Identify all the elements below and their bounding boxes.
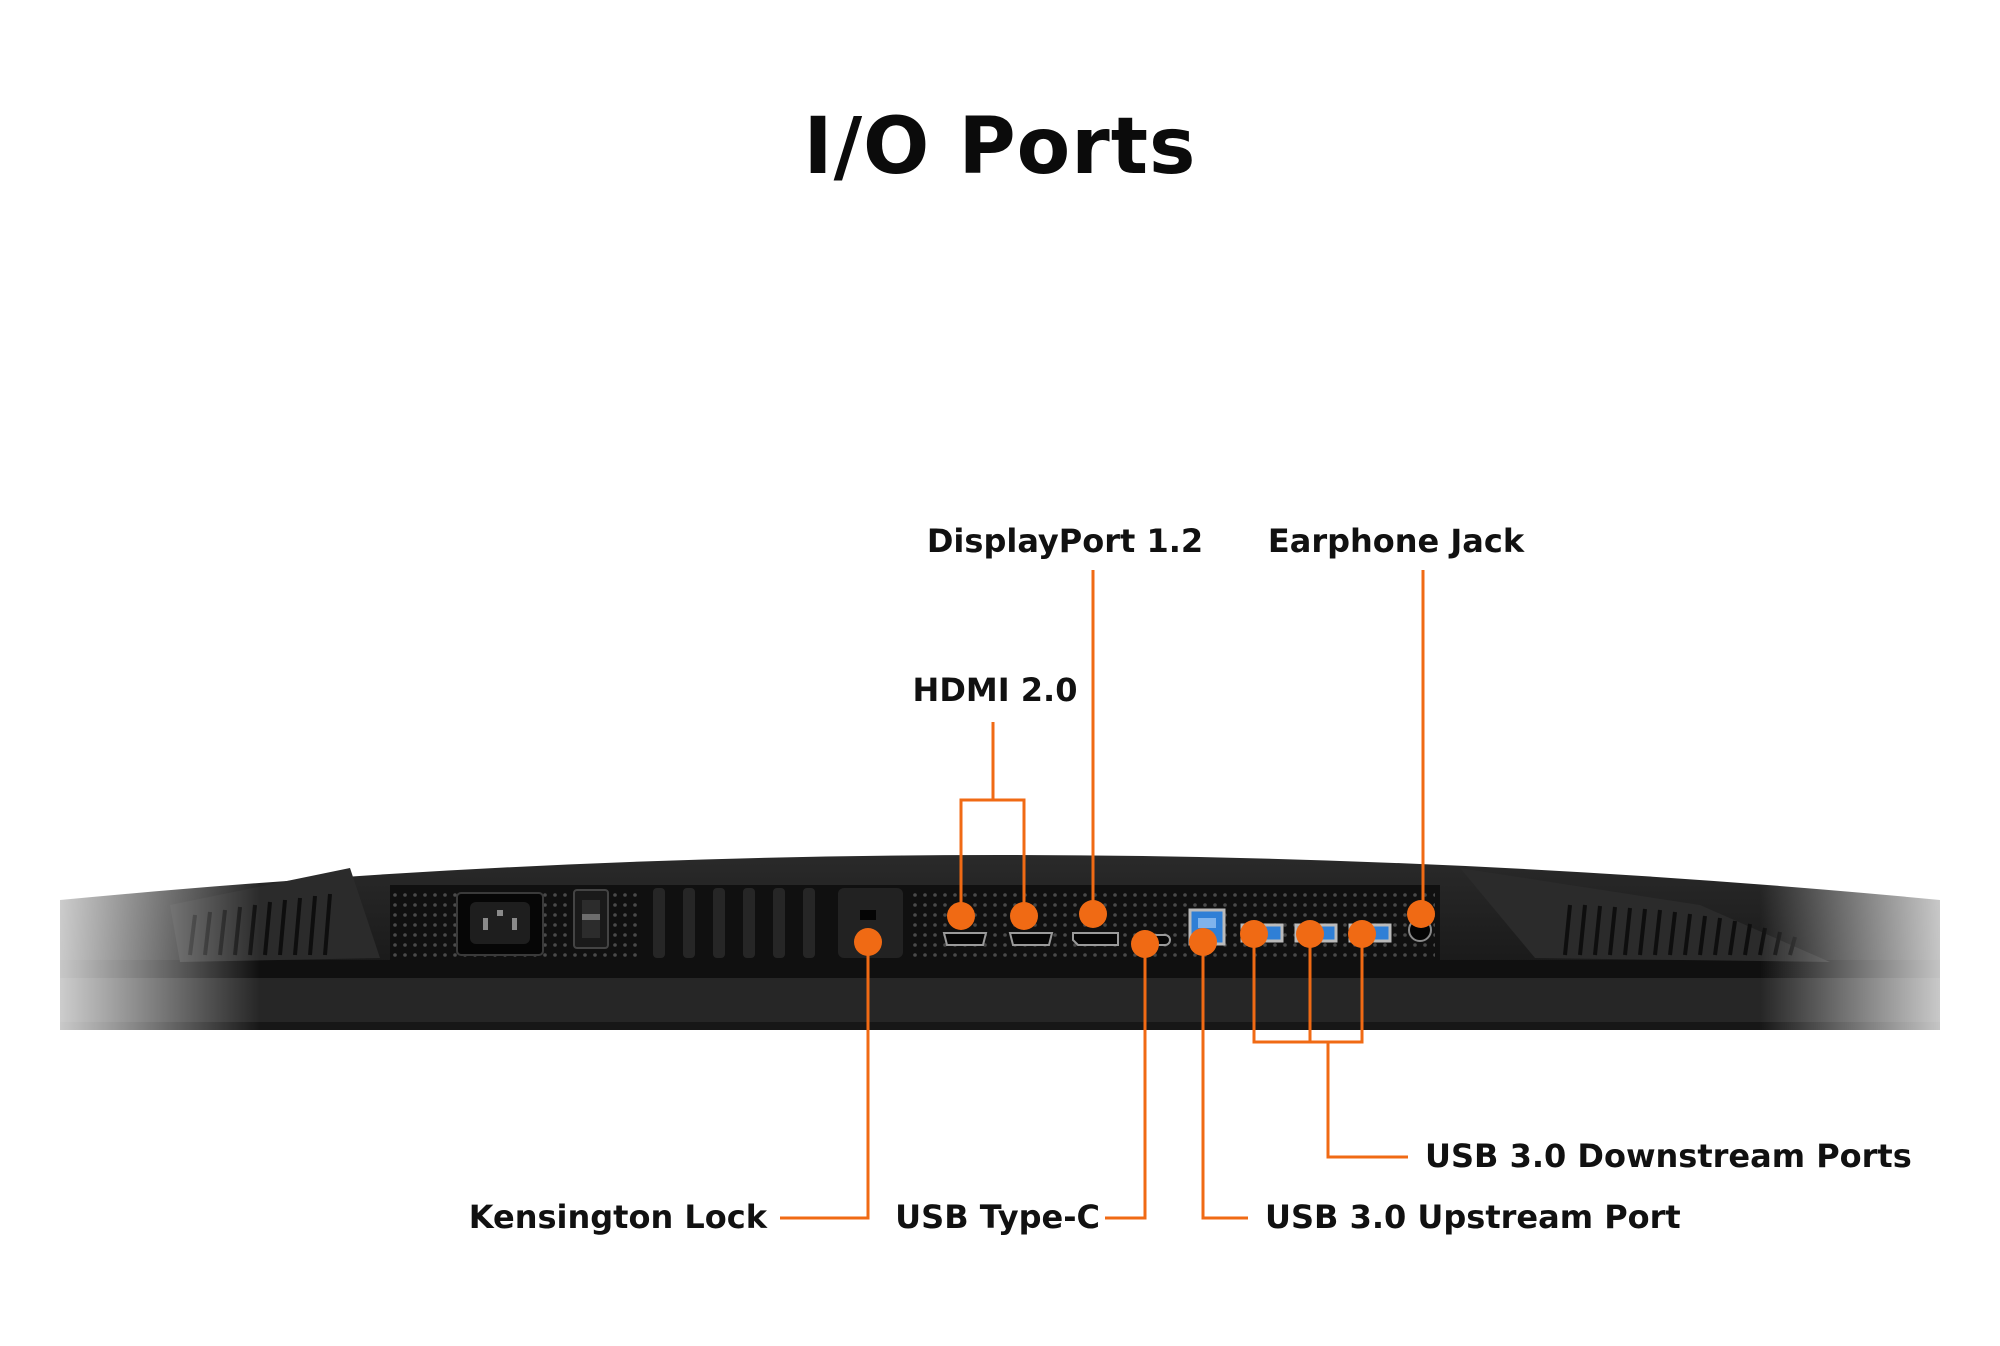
label-usb-upstream: USB 3.0 Upstream Port <box>1265 1198 1681 1236</box>
callout-dot-earphone <box>1407 900 1435 928</box>
callout-dot-displayport <box>1079 900 1107 928</box>
label-earphone-jack: Earphone Jack <box>1268 522 1525 560</box>
callout-line-usb-downstream <box>1252 933 1408 1159</box>
callout-dot-kensington <box>854 928 882 956</box>
displayport-icon <box>1072 932 1119 946</box>
power-switch-icon <box>573 889 609 949</box>
label-usb-downstream: USB 3.0 Downstream Ports <box>1425 1137 1912 1175</box>
hdmi-port-icon <box>1008 932 1054 946</box>
callout-dot-usb-type-c <box>1131 930 1159 958</box>
callout-line-usb-upstream <box>1201 943 1248 1220</box>
callout-dot-usb-upstream <box>1189 928 1217 956</box>
hdmi-port-icon <box>942 932 988 946</box>
label-displayport: DisplayPort 1.2 <box>927 522 1203 560</box>
callout-dot-hdmi-1 <box>947 902 975 930</box>
callout-dots <box>854 900 1435 958</box>
callout-line-hdmi <box>959 722 1026 918</box>
callout-dot-usb-downstream-1 <box>1240 920 1268 948</box>
callout-lines <box>780 570 1425 1220</box>
center-vent-slots <box>653 888 815 958</box>
power-socket-icon <box>456 892 544 956</box>
callout-line-usb-type-c <box>1105 948 1147 1220</box>
label-hdmi: HDMI 2.0 <box>913 671 1078 709</box>
page-title: I/O Ports <box>803 102 1197 192</box>
callout-dot-hdmi-2 <box>1010 902 1038 930</box>
label-kensington-lock: Kensington Lock <box>469 1198 768 1236</box>
label-usb-type-c: USB Type-C <box>895 1198 1100 1236</box>
monitor-body <box>0 820 2000 1050</box>
callout-line-kensington <box>780 943 870 1220</box>
callout-dot-usb-downstream-2 <box>1296 920 1324 948</box>
callout-dot-usb-downstream-3 <box>1348 920 1376 948</box>
